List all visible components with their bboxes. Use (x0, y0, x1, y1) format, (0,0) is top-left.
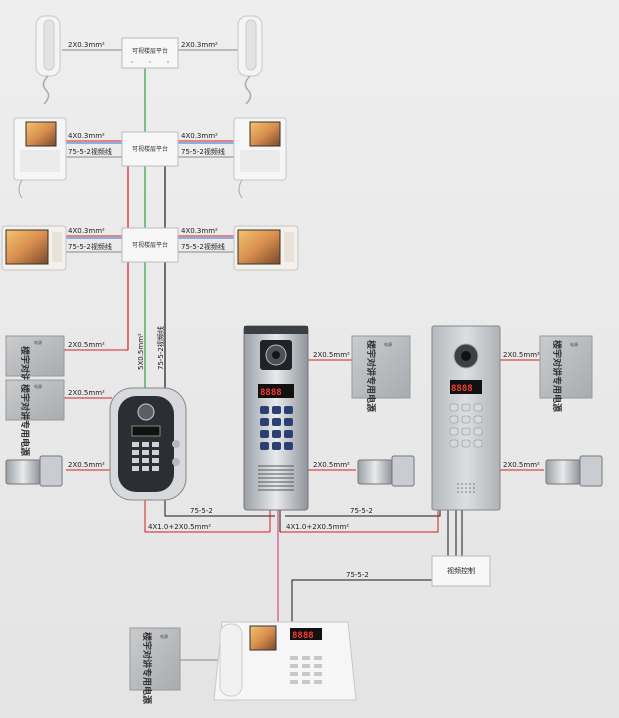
power-supply-3: 楼宇对讲专用电源 电源 (351, 335, 411, 412)
label-bus-1: 4X1.0+2X0.5mm² (148, 523, 211, 531)
door-station-3: 8888 (431, 325, 501, 511)
label-mon2-right-video: 75-5-2视频线 (181, 242, 225, 251)
label-phone-left: 2X0.3mm² (68, 41, 105, 49)
door-station-2: 8888 (243, 325, 309, 511)
ps4-brand: 电源 (570, 341, 578, 347)
floor-platform-2: 可视楼层平台 (121, 131, 179, 167)
label-panel2-lock-line: 2X0.5mm² (313, 461, 350, 469)
video-monitor-icon (13, 117, 67, 199)
label-panel3-lock-line: 2X0.5mm² (503, 461, 540, 469)
intercom-handset-icon (35, 15, 61, 105)
wires (62, 49, 544, 661)
intercom-handset-icon (219, 623, 243, 697)
door3-display: 8888 (451, 384, 473, 394)
platform-1-label: 可视楼层平台 (132, 47, 168, 55)
guard-display: 8888 (292, 631, 314, 641)
power-supply-2: 楼宇对讲专用电源 电源 (5, 379, 65, 456)
label-bus-2: 4X1.0+2X0.5mm² (286, 523, 349, 531)
ps2-text: 楼宇对讲专用电源 (19, 384, 31, 456)
electric-lock-icon (357, 455, 415, 487)
ps3-text: 楼宇对讲专用电源 (365, 340, 377, 412)
floor-platform-1: 可视楼层平台 (121, 37, 179, 69)
label-mon1-right-power: 4X0.3mm² (181, 132, 218, 140)
door2-display: 8888 (260, 388, 282, 398)
ps4-text: 楼宇对讲专用电源 (551, 340, 563, 412)
label-coax-3: 75-5-2 (346, 571, 369, 579)
label-panel3-ps-line: 2X0.5mm² (503, 351, 540, 359)
platform-2-label: 可视楼层平台 (132, 145, 168, 153)
video-control-box: 视频控制 (431, 555, 491, 587)
camera-lens-icon (137, 403, 155, 421)
electric-lock-icon (545, 455, 603, 487)
ps3-brand: 电源 (384, 341, 392, 347)
power-supply-4: 楼宇对讲专用电源 电源 (539, 335, 593, 412)
video-monitor-icon (1, 225, 67, 271)
label-lock1-line: 2X0.5mm² (68, 461, 105, 469)
video-monitor-icon (233, 117, 287, 199)
label-mon2-left-power: 4X0.3mm² (68, 227, 105, 235)
ps1-brand: 电源 (34, 339, 42, 345)
label-riser-video: 75-5-2视频线 (156, 326, 165, 370)
door-station-1 (109, 387, 187, 501)
video-control-label: 视频控制 (447, 566, 475, 575)
electric-lock-icon (5, 455, 63, 487)
label-riser-bus: 5X0.5mm² (137, 333, 145, 370)
label-mon2-left-video: 75-5-2视频线 (68, 242, 112, 251)
label-panel2-ps-line: 2X0.5mm² (313, 351, 350, 359)
label-coax-2: 75-5-2 (350, 507, 373, 515)
guard-station: 8888 (213, 621, 357, 701)
video-monitor-icon (233, 225, 299, 271)
label-mon1-right-video: 75-5-2视频线 (181, 147, 225, 156)
intercom-handset-icon (237, 15, 263, 105)
ps2-brand: 电源 (34, 383, 42, 389)
label-coax-1: 75-5-2 (190, 507, 213, 515)
floor-platform-3: 可视楼层平台 (121, 227, 179, 263)
label-mon1-left-power: 4X0.3mm² (68, 132, 105, 140)
power-supply-5: 楼宇对讲专用电源 电源 (129, 627, 181, 704)
label-phone-right: 2X0.3mm² (181, 41, 218, 49)
label-ps2-line: 2X0.5mm² (68, 389, 105, 397)
label-mon1-left-video: 75-5-2视频线 (68, 147, 112, 156)
label-ps1-line: 2X0.5mm² (68, 341, 105, 349)
platform-3-label: 可视楼层平台 (132, 241, 168, 249)
ps5-brand: 电源 (160, 633, 168, 639)
ps5-text: 楼宇对讲专用电源 (141, 632, 153, 704)
wire-labels: 2X0.3mm² 2X0.3mm² 4X0.3mm² 75-5-2视频线 4X0… (68, 41, 540, 579)
label-mon2-right-power: 4X0.3mm² (181, 227, 218, 235)
